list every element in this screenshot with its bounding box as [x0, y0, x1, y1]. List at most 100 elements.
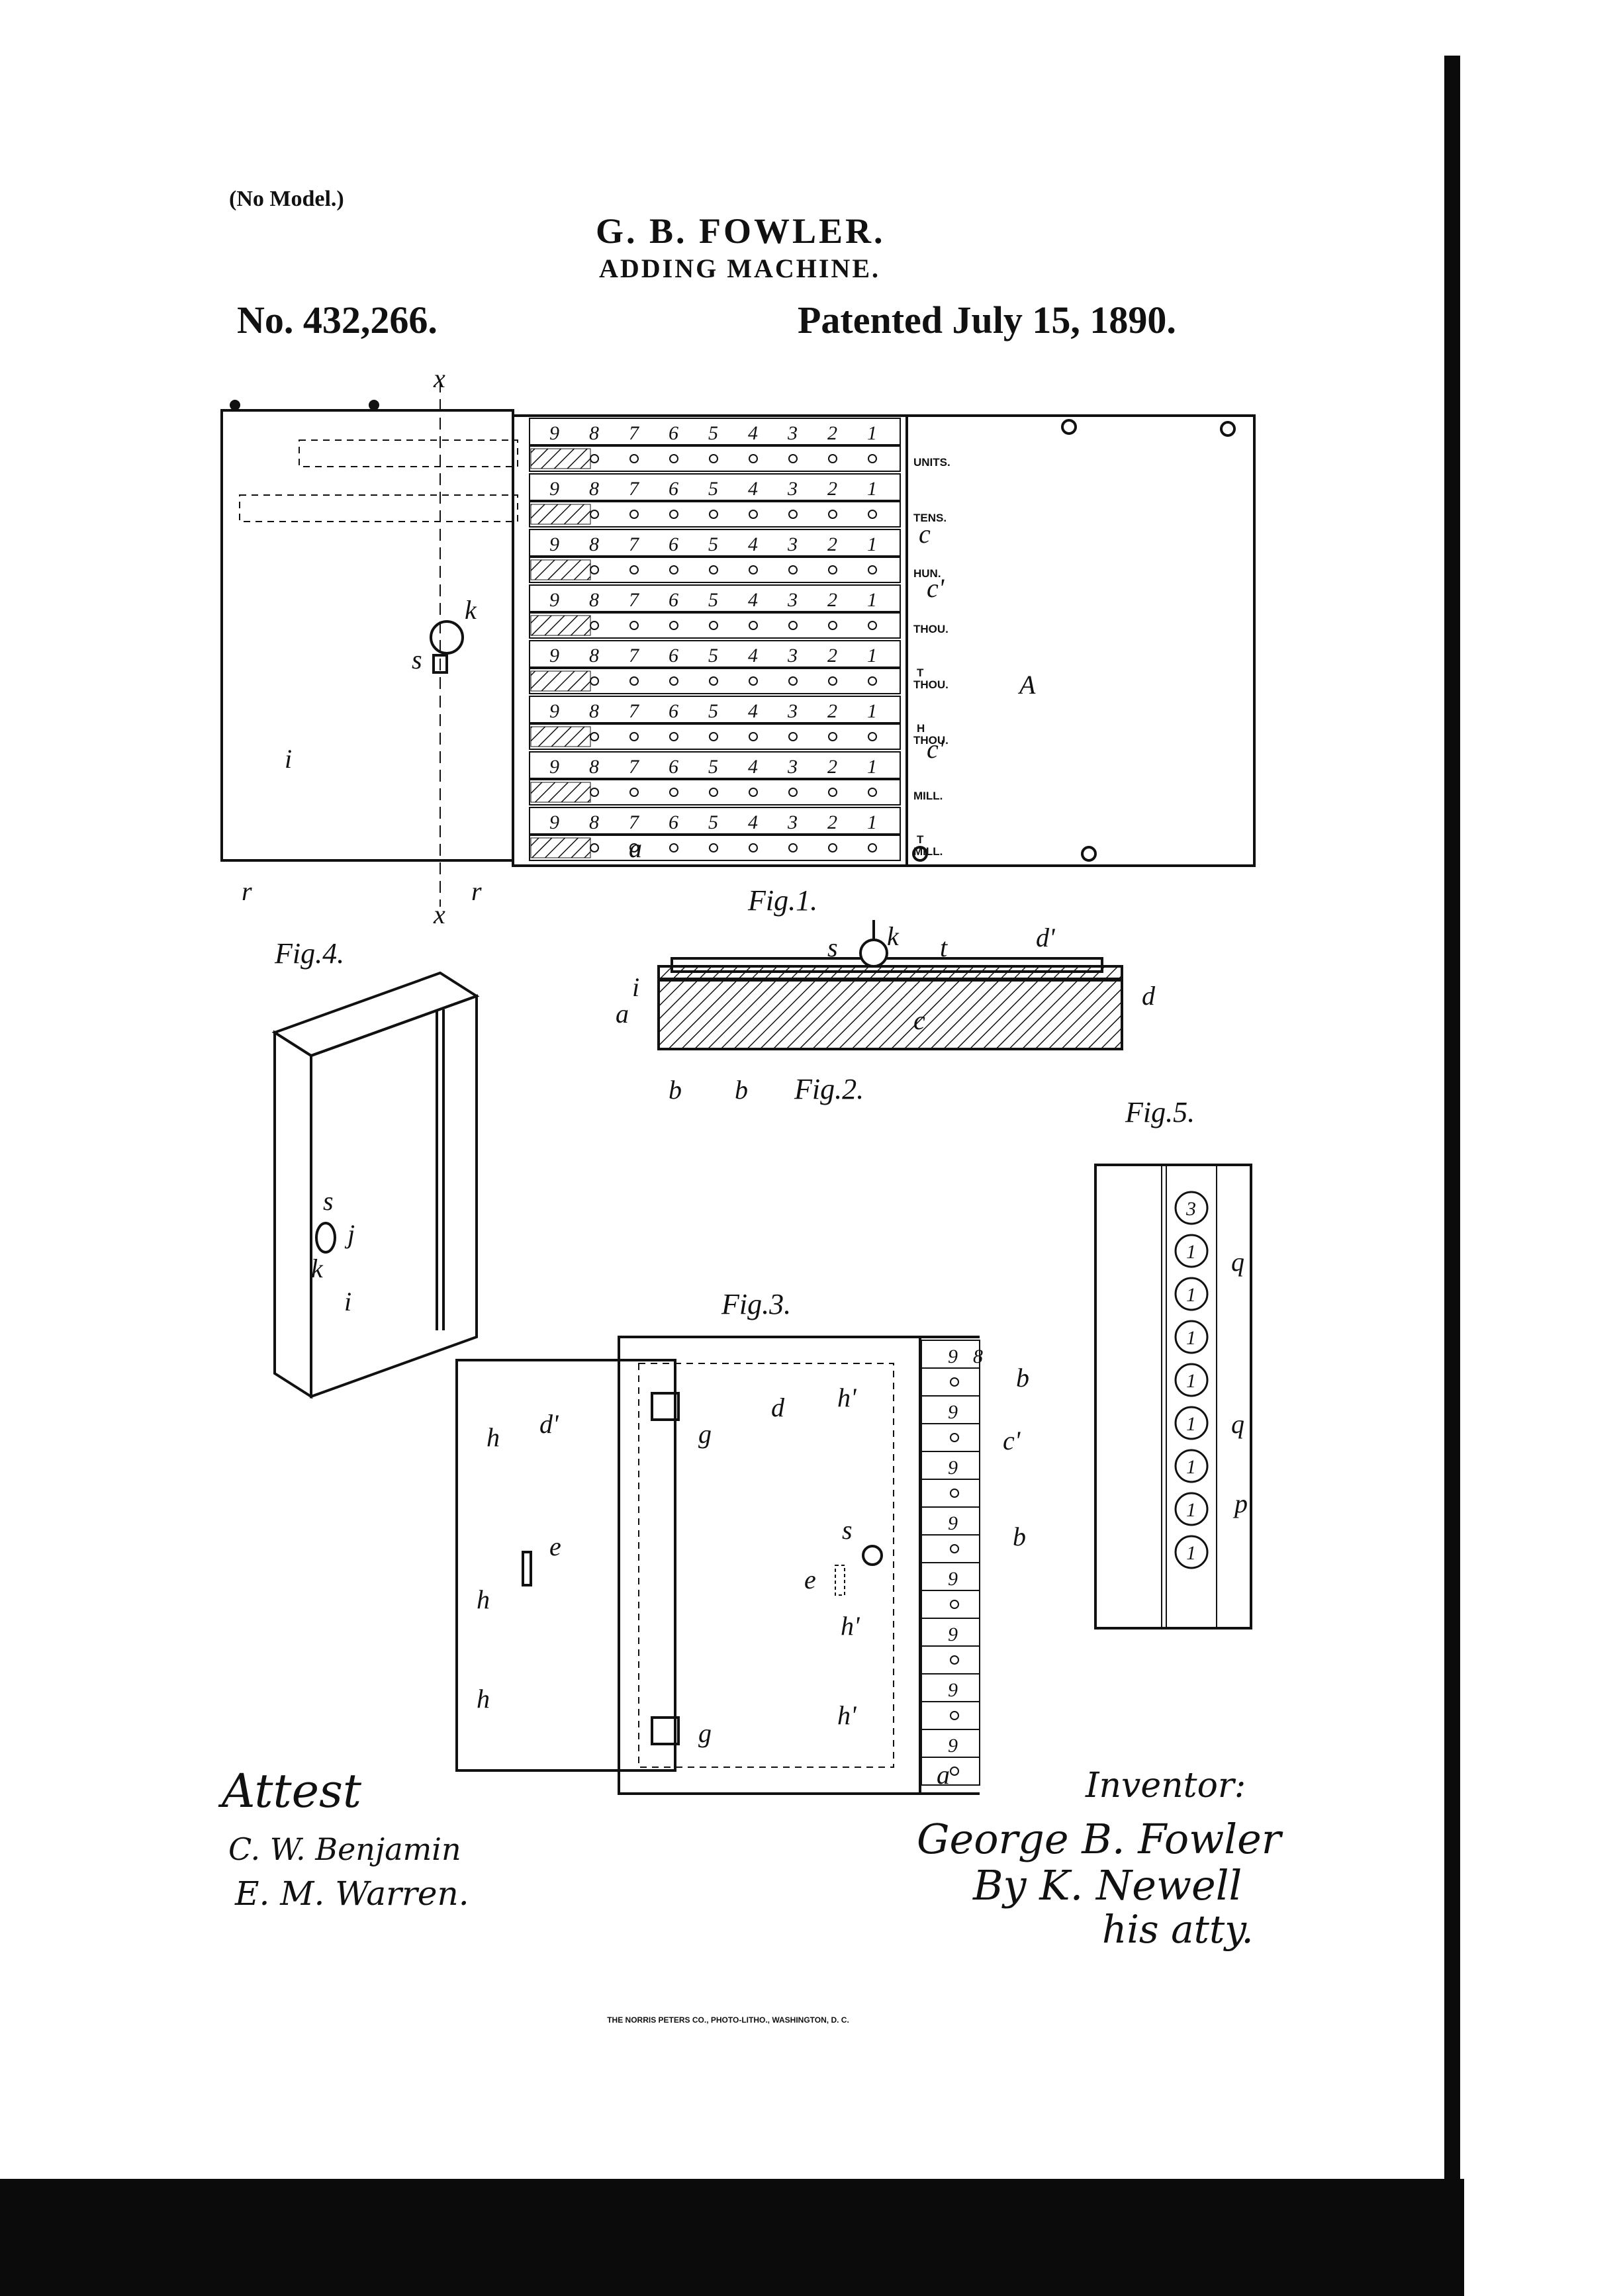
- fig1-hole: [629, 843, 639, 852]
- fig1-digit: 5: [708, 756, 718, 778]
- fig3-strip-hole: [950, 1433, 959, 1442]
- fig1-hole: [590, 788, 599, 797]
- fig5-disc: [1174, 1535, 1209, 1569]
- fig1-digit: 8: [589, 533, 599, 555]
- fig1-hole: [868, 843, 877, 852]
- fig5-label-p: p: [1232, 1489, 1248, 1518]
- fig1-row-label: THOU.: [913, 678, 949, 691]
- fig3-strip-digit: 9: [948, 1679, 958, 1701]
- fig1-slide-stop: [530, 782, 591, 803]
- fig5-disc: [1174, 1234, 1209, 1268]
- fig3-drawing: [455, 1336, 980, 1795]
- fig3-strip-hole: [950, 1377, 959, 1387]
- fig1-digit: 7: [629, 478, 640, 500]
- fig1-label-s: s: [412, 645, 422, 674]
- fig4-label-s: s: [323, 1186, 334, 1216]
- fig1-hole: [709, 843, 718, 852]
- fig1-hole: [709, 732, 718, 741]
- fig2-label-b: b: [669, 1075, 682, 1105]
- fig4-box-face: [310, 994, 478, 1399]
- fig5-drawing: [1094, 1164, 1252, 1630]
- fig1-hole: [590, 621, 599, 630]
- fig3-label-h: h: [487, 1422, 500, 1452]
- fig1-digit: 7: [629, 422, 640, 444]
- fig1-digit: 3: [787, 811, 798, 833]
- fig1-label-c-prime-2: c': [927, 734, 945, 764]
- fig1-digit: 1: [867, 700, 877, 722]
- fig1-digit: 1: [867, 811, 877, 833]
- fig1-digit-row: [529, 807, 901, 835]
- fig5-disc-digit: 1: [1186, 1413, 1196, 1435]
- fig1-digit: 1: [867, 756, 877, 778]
- fig3-label-e: e: [549, 1532, 561, 1561]
- fig1-hole: [788, 621, 798, 630]
- fig2-label-d: d: [1142, 981, 1156, 1011]
- fig2-caption: Fig.2.: [794, 1073, 864, 1105]
- fig1-digit: 4: [748, 700, 758, 722]
- fig1-slide-stop: [530, 726, 591, 747]
- fig1-hole: [788, 843, 798, 852]
- fig1-digit: 9: [549, 422, 559, 444]
- fig1-digit: 8: [589, 422, 599, 444]
- fig1-slot-row: [529, 612, 901, 639]
- fig3-label-h-prime-3: h': [837, 1700, 857, 1730]
- fig1-hole: [669, 676, 678, 686]
- fig1-hole: [749, 676, 758, 686]
- fig1-digit: 3: [787, 422, 798, 444]
- fig1-row-label: THOU.: [913, 623, 949, 635]
- fig1-digit-row: [529, 640, 901, 668]
- fig1-digit: 6: [669, 756, 678, 778]
- fig1-hole: [868, 565, 877, 574]
- fig1-label-c-prime: c': [927, 573, 945, 603]
- fig3-strip-digit: 9: [948, 1346, 958, 1367]
- fig1-digit: 2: [827, 422, 837, 444]
- fig1-slot-row: [529, 557, 901, 583]
- fig3-strip-digit-top: 8: [973, 1346, 983, 1367]
- fig5-disc-digit: 1: [1186, 1327, 1196, 1349]
- fig1-digit: 2: [827, 811, 837, 833]
- fig1-digit-row: [529, 751, 901, 779]
- fig1-digit: 9: [549, 700, 559, 722]
- fig1-row-label: THOU.: [913, 734, 949, 747]
- fig1-digit: 3: [787, 700, 798, 722]
- fig5-disc-digit: 1: [1186, 1542, 1196, 1564]
- fig2-label-s: s: [827, 933, 838, 962]
- printer-credit: THE NORRIS PETERS CO., PHOTO-LITHO., WAS…: [607, 2015, 849, 2025]
- fig1-hole: [709, 621, 718, 630]
- fig3-label-h-3: h: [477, 1684, 490, 1714]
- fig1-slide-cover: [220, 409, 514, 862]
- patent-number: No. 432,266.: [237, 298, 438, 342]
- fig1-digit-row: [529, 696, 901, 723]
- fig1-slide-stop: [530, 504, 591, 525]
- fig4-box-top: [271, 971, 480, 1058]
- fig1-digit: 9: [549, 533, 559, 555]
- fig1-hole: [669, 621, 678, 630]
- fig1-row-label-sup: H: [917, 722, 925, 735]
- fig3-base: [618, 1336, 921, 1795]
- attest-heading: Attest: [218, 1764, 362, 1818]
- fig1-slot-row: [529, 501, 901, 528]
- fig1-hole: [749, 843, 758, 852]
- fig3-label-c-prime: c': [1003, 1426, 1021, 1455]
- fig2-label-k: k: [887, 921, 900, 951]
- fig1-row-label: TENS.: [913, 512, 947, 524]
- fig1-digit: 5: [708, 533, 718, 555]
- fig3-strip-digit: 9: [948, 1568, 958, 1590]
- fig1-hole: [868, 788, 877, 797]
- fig1-hole: [590, 565, 599, 574]
- fig1-hole: [828, 454, 837, 463]
- fig3-strip-hole: [950, 1711, 959, 1720]
- fig1-digit: 5: [708, 811, 718, 833]
- fig1-digit: 5: [708, 700, 718, 722]
- fig1-hole: [828, 788, 837, 797]
- fig1-hole: [749, 621, 758, 630]
- fig1-hole: [590, 454, 599, 463]
- fig5-disc: [1174, 1191, 1209, 1225]
- fig4-caption: Fig.4.: [274, 937, 344, 970]
- fig5-disc-digit: 1: [1186, 1456, 1196, 1478]
- fig3-strip: [921, 1757, 980, 1786]
- fig3-cover-plate: [455, 1359, 676, 1772]
- fig1-slide-stop: [530, 559, 591, 580]
- fig1-label-x-bottom: x: [433, 899, 445, 929]
